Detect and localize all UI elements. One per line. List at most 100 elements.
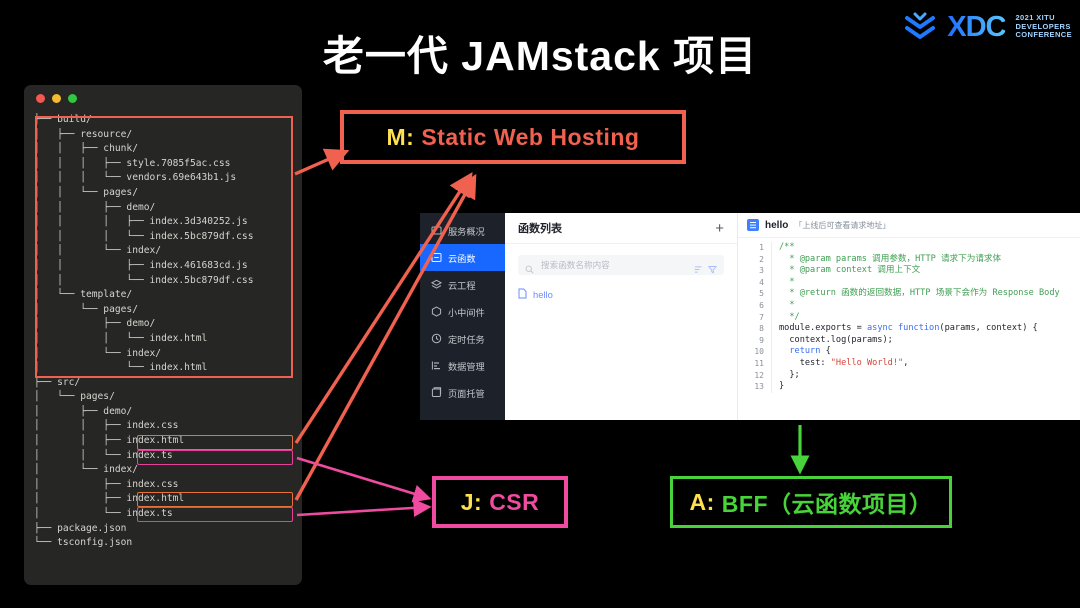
label-a-value: BFF（云函数项目） (721, 491, 933, 517)
file-tree-row: │ ├── demo/ (34, 405, 133, 417)
console-sidebar: 服务概况云函数云工程小中间件定时任务数据管理页面托管 (420, 213, 505, 420)
close-icon[interactable] (36, 93, 45, 103)
sidebar-item-label: 页面托管 (448, 388, 485, 399)
file-tree-row: │ │ ├── index.html (34, 435, 185, 447)
file-tree-row: │ └── index/ (34, 464, 138, 476)
file-tree-row: │ │ ├── index.css (34, 420, 179, 432)
highlight-index-index-ts (137, 507, 293, 522)
code-line: 10 return { (738, 346, 1080, 358)
line-text: * (771, 299, 1080, 312)
line-text: * @param context 调用上下文 (771, 265, 1080, 277)
file-tree-row: │ └── index.ts (34, 508, 173, 520)
line-number: 9 (759, 335, 764, 345)
line-number: 2 (759, 254, 764, 264)
conference-logo: XDC 2021 XITU DEVELOPERS CONFERENCE (903, 12, 1072, 42)
line-number: 3 (759, 266, 764, 276)
highlight-demo-index-html (137, 435, 293, 450)
editor-file-name: hello (765, 219, 789, 231)
file-tree-row: │ ├── index.html (34, 493, 185, 505)
sidebar-item-4[interactable]: 小中间件 (420, 298, 505, 325)
sidebar-item-label: 云函数 (448, 253, 476, 264)
sidebar-item-3[interactable]: 云工程 (420, 271, 505, 298)
file-tree-row: ├── build/ (34, 114, 92, 125)
logo-subtitle-line1: 2021 XITU (1015, 13, 1055, 23)
sidebar-item-1[interactable]: 服务概况 (420, 217, 505, 244)
line-text: module.exports = async function(params, … (771, 323, 1080, 335)
file-tree-row: └── tsconfig.json (34, 537, 133, 549)
code-line: 11 test: "Hello World!", (738, 357, 1080, 370)
code-line: 8 module.exports = async function(params,… (738, 323, 1080, 335)
file-tree-row: │ ├── index.css (34, 478, 179, 490)
hexagon-icon (431, 306, 442, 317)
code-line: 5 * @return 函数的返回数据，HTTP 场景下会作为 Response… (738, 288, 1080, 300)
highlight-demo-index-ts (137, 450, 293, 465)
line-number: 6 (759, 300, 764, 310)
file-tree-row: ├── src/ (34, 376, 81, 388)
line-number: 13 (754, 382, 764, 392)
logo-wordmark: XDC (947, 10, 1006, 43)
file-icon (747, 219, 759, 231)
function-list-item[interactable]: hello (518, 288, 724, 301)
line-text: return { (771, 346, 1080, 358)
clock-icon (431, 333, 442, 344)
build-output-highlight-box (35, 116, 293, 378)
code-editor-panel: hello 「上线后可查看请求地址」 1/**2 * @param params… (738, 213, 1080, 420)
sidebar-item-6[interactable]: 数据管理 (420, 352, 505, 379)
filter-icon[interactable] (708, 261, 717, 273)
sidebar-item-2[interactable]: 云函数 (420, 244, 505, 271)
editor-note: 「上线后可查看请求地址」 (794, 220, 891, 230)
sort-icon[interactable] (694, 261, 703, 273)
function-search-input[interactable] (539, 259, 689, 271)
arrow-demo-ts-to-csr (296, 456, 432, 503)
function-list-panel: 函数列表 + hello (505, 213, 738, 420)
line-number: 7 (759, 312, 764, 322)
logo-subtitle: 2021 XITU DEVELOPERS CONFERENCE (1015, 14, 1072, 40)
line-text: * @return 函数的返回数据，HTTP 场景下会作为 Response B… (771, 288, 1080, 300)
code-line: 13} (738, 381, 1080, 393)
code-line: 9 context.log(params); (738, 334, 1080, 347)
arrow-build-to-hosting (294, 148, 350, 176)
label-m-value: Static Web Hosting (421, 123, 640, 150)
maximize-icon[interactable] (68, 93, 77, 103)
terminal-titlebar (24, 85, 302, 111)
line-text: * @param params 调用参数，HTTP 请求下为请求体 (771, 253, 1080, 266)
line-number: 8 (759, 324, 764, 334)
label-csr: J: CSR (432, 476, 568, 528)
add-function-button[interactable]: + (715, 219, 724, 237)
sidebar-item-label: 定时任务 (448, 334, 485, 345)
sidebar-item-label: 小中间件 (448, 307, 485, 318)
file-tree-row: │ └── pages/ (34, 391, 115, 403)
logo-subtitle-line3: CONFERENCE (1015, 30, 1072, 40)
sidebar-item-7[interactable]: 页面托管 (420, 379, 505, 406)
code-line: 6 * (738, 299, 1080, 312)
sidebar-item-5[interactable]: 定时任务 (420, 325, 505, 352)
code-line: 12 }; (738, 369, 1080, 382)
line-text: * (771, 276, 1080, 289)
function-search-bar[interactable] (518, 255, 724, 275)
sidebar-item-label: 服务概况 (448, 226, 485, 237)
line-number: 10 (754, 347, 764, 357)
line-text: test: "Hello World!", (771, 357, 1080, 370)
minimize-icon[interactable] (52, 93, 61, 103)
highlight-index-index-html (137, 492, 293, 507)
logo-subtitle-line2: DEVELOPERS (1015, 21, 1071, 31)
label-m-key: M: (386, 123, 415, 150)
database-icon (431, 360, 442, 371)
monitor-icon (431, 225, 442, 236)
code-editor-header: hello 「上线后可查看请求地址」 (738, 213, 1080, 238)
sidebar-item-label: 数据管理 (448, 361, 485, 372)
code-line: 7 */ (738, 311, 1080, 324)
line-number: 4 (759, 277, 764, 287)
code-line: 3 * @param context 调用上下文 (738, 265, 1080, 277)
search-icon (525, 261, 534, 274)
label-j-value: CSR (489, 488, 540, 515)
arrow-index-ts-to-csr (296, 498, 432, 517)
page-icon (431, 387, 442, 398)
file-tree-row: │ │ └── index.ts (34, 449, 173, 461)
function-items: hello (505, 275, 737, 301)
function-icon (431, 252, 442, 263)
layers-icon (431, 279, 442, 290)
